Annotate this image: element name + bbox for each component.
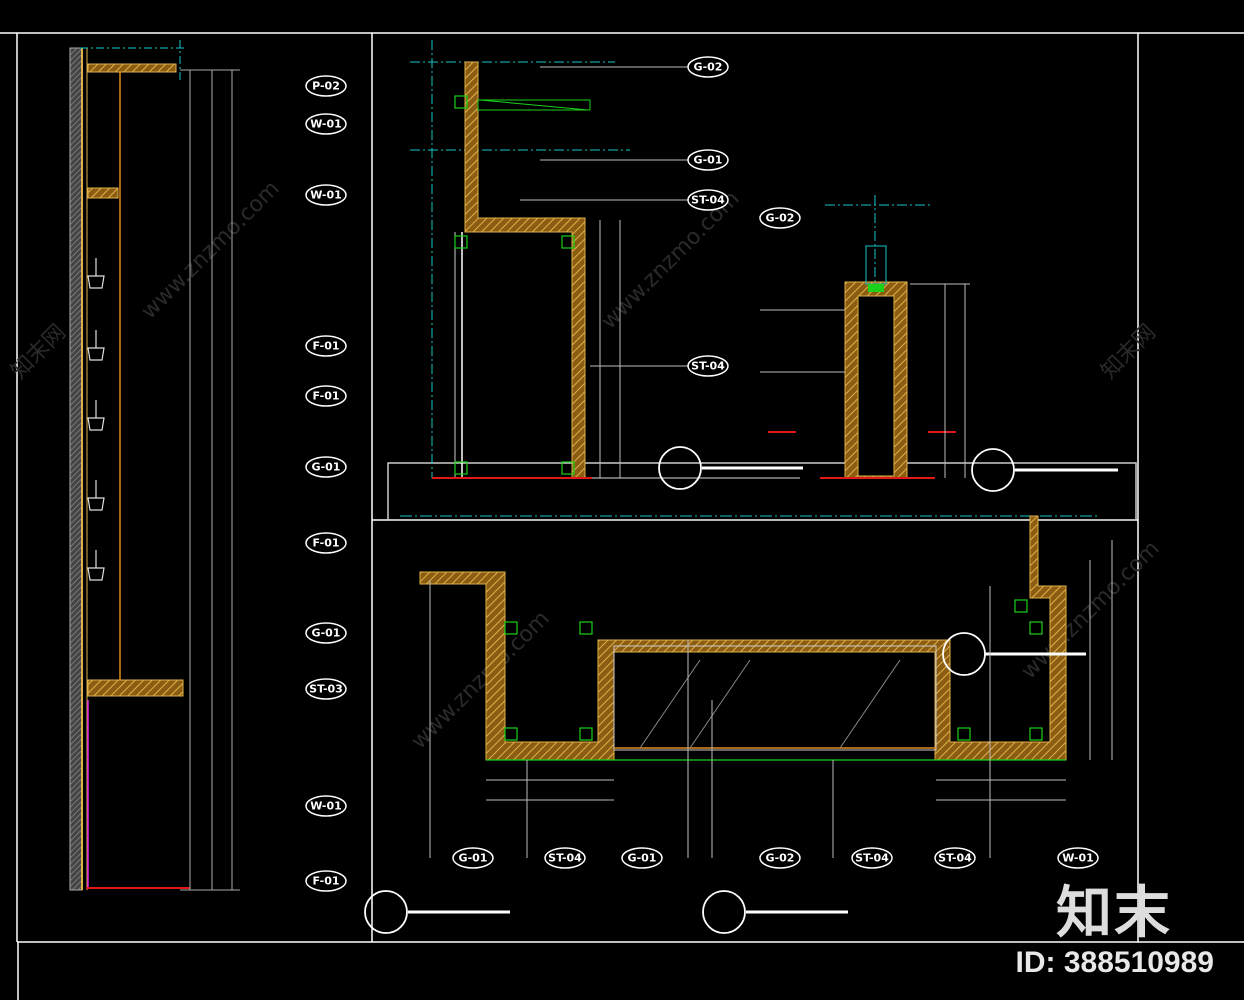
material-tag: G-02 bbox=[687, 56, 729, 78]
material-tag: W-01 bbox=[305, 184, 347, 206]
material-tag: G-02 bbox=[759, 847, 801, 869]
left-elevation bbox=[69, 40, 240, 891]
material-tag-ellipse bbox=[759, 847, 801, 869]
material-tag: F-01 bbox=[305, 385, 347, 407]
material-tag: ST-04 bbox=[851, 847, 893, 869]
material-tag: ST-03 bbox=[305, 678, 347, 700]
material-tag-ellipse bbox=[305, 795, 347, 817]
material-tag: G-01 bbox=[305, 622, 347, 644]
top-section bbox=[410, 40, 803, 490]
material-tag-label: F-01 bbox=[312, 390, 339, 403]
watermark-site: www.znzmo.com bbox=[137, 176, 285, 324]
watermark-site: www.znzmo.com bbox=[1017, 536, 1165, 684]
material-tag: F-01 bbox=[305, 335, 347, 357]
material-tag-ellipse bbox=[452, 847, 494, 869]
material-tag: G-01 bbox=[452, 847, 494, 869]
watermark-cn: 知末网 bbox=[7, 320, 71, 384]
material-tag-label: G-01 bbox=[312, 627, 341, 640]
material-tag-ellipse bbox=[851, 847, 893, 869]
material-tag-ellipse bbox=[1057, 847, 1099, 869]
material-tag-ellipse bbox=[305, 532, 347, 554]
material-tag-ellipse bbox=[305, 335, 347, 357]
material-tag-ellipse bbox=[759, 207, 801, 229]
material-tag-label: ST-04 bbox=[938, 852, 972, 865]
material-tag-ellipse bbox=[305, 622, 347, 644]
small-section bbox=[760, 195, 1118, 492]
material-tag-label: ST-04 bbox=[548, 852, 582, 865]
bottom-plan bbox=[364, 515, 1113, 934]
material-tag-label: P-02 bbox=[312, 80, 340, 93]
watermark-site: www.znzmo.com bbox=[407, 606, 555, 754]
material-tag-label: ST-03 bbox=[309, 683, 343, 696]
material-tag: F-01 bbox=[305, 870, 347, 892]
material-tag-label: F-01 bbox=[312, 340, 339, 353]
brand-logo: 知末 bbox=[1056, 881, 1172, 946]
material-tag-label: W-01 bbox=[1062, 852, 1094, 865]
material-tag: F-01 bbox=[305, 532, 347, 554]
material-tag-label: G-01 bbox=[694, 154, 723, 167]
material-tag-ellipse bbox=[544, 847, 586, 869]
watermark: www.znzmo.com www.znzmo.com www.znzmo.co… bbox=[7, 176, 1165, 754]
material-tag-ellipse bbox=[305, 184, 347, 206]
material-tag: G-01 bbox=[305, 456, 347, 478]
material-tag-label: G-02 bbox=[766, 212, 795, 225]
material-tag: ST-04 bbox=[687, 355, 729, 377]
material-tag-ellipse bbox=[687, 355, 729, 377]
material-tag-label: G-02 bbox=[766, 852, 795, 865]
material-tag-ellipse bbox=[687, 56, 729, 78]
material-tag-label: G-01 bbox=[628, 852, 657, 865]
material-tag: P-02 bbox=[305, 75, 347, 97]
material-tag-ellipse bbox=[305, 456, 347, 478]
asset-id-label: ID: 388510989 bbox=[1015, 946, 1215, 979]
material-tag-ellipse bbox=[305, 385, 347, 407]
material-tag-label: W-01 bbox=[310, 189, 342, 202]
material-tag-label: G-01 bbox=[312, 461, 341, 474]
material-tag-label: ST-04 bbox=[691, 360, 725, 373]
watermark-cn: 知末网 bbox=[1097, 320, 1161, 384]
material-tag-label: F-01 bbox=[312, 875, 339, 888]
material-tag-label: ST-04 bbox=[855, 852, 889, 865]
material-tag: G-01 bbox=[687, 149, 729, 171]
material-tag-label: W-01 bbox=[310, 118, 342, 131]
material-tag: G-02 bbox=[759, 207, 801, 229]
material-tag: W-01 bbox=[1057, 847, 1099, 869]
material-tag: G-01 bbox=[621, 847, 663, 869]
material-tag: ST-04 bbox=[544, 847, 586, 869]
material-tag-label: ST-04 bbox=[691, 194, 725, 207]
material-tag-ellipse bbox=[305, 75, 347, 97]
material-tag: W-01 bbox=[305, 113, 347, 135]
material-tag-ellipse bbox=[305, 678, 347, 700]
drawing-frame bbox=[0, 32, 1244, 1000]
material-tag-ellipse bbox=[305, 870, 347, 892]
material-tag-label: F-01 bbox=[312, 537, 339, 550]
watermark-site: www.znzmo.com bbox=[597, 186, 745, 334]
material-tag-ellipse bbox=[934, 847, 976, 869]
material-tag: ST-04 bbox=[687, 189, 729, 211]
material-tag: W-01 bbox=[305, 795, 347, 817]
material-tag-ellipse bbox=[687, 149, 729, 171]
material-tag: ST-04 bbox=[934, 847, 976, 869]
material-tag-ellipse bbox=[687, 189, 729, 211]
material-tag-ellipse bbox=[305, 113, 347, 135]
material-tag-label: W-01 bbox=[310, 800, 342, 813]
material-tag-label: G-01 bbox=[459, 852, 488, 865]
material-tags: P-02W-01W-01F-01F-01G-01F-01G-01ST-03W-0… bbox=[305, 56, 1099, 892]
material-tag-label: G-02 bbox=[694, 61, 723, 74]
material-tag-ellipse bbox=[621, 847, 663, 869]
